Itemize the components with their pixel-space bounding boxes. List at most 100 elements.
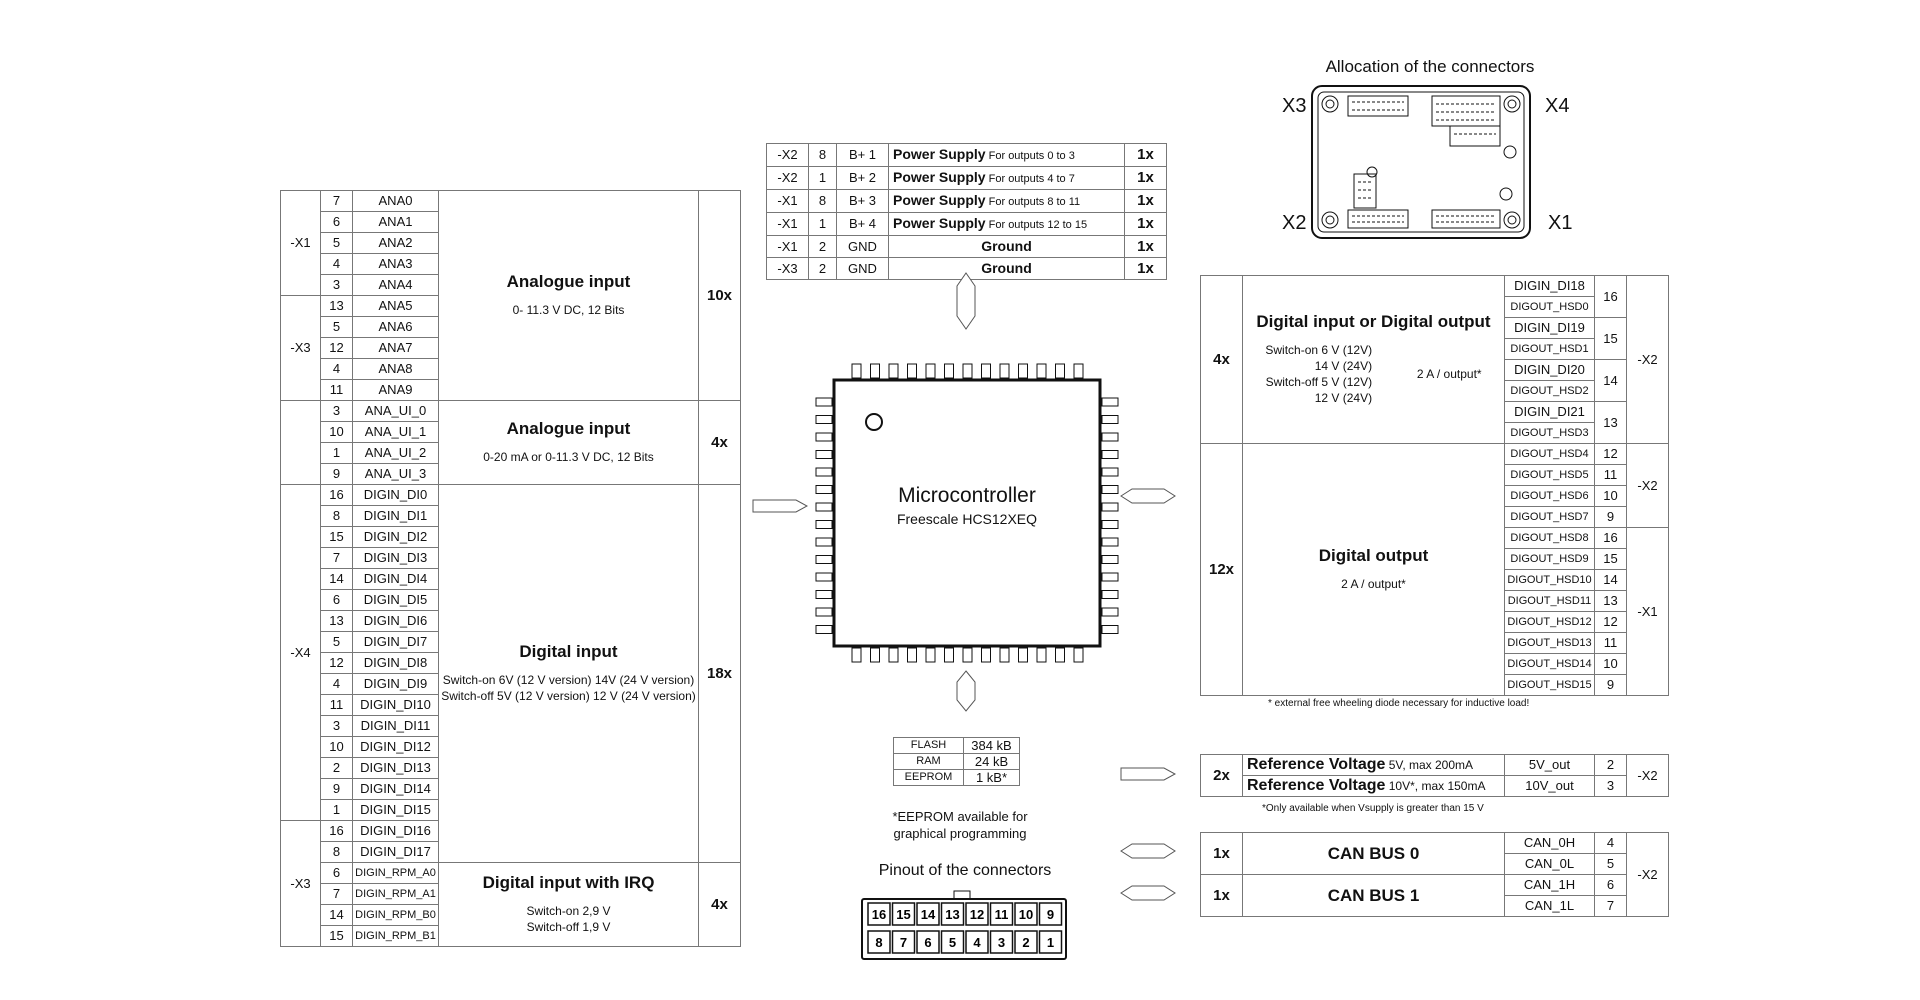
chip-pin [1101, 450, 1119, 459]
memory-type-cell: RAM [893, 753, 964, 770]
pin-cell: 16 [320, 484, 353, 506]
chip-pin [1073, 363, 1084, 379]
signal-cell: DIGIN_DI19 [1504, 317, 1595, 339]
eeprom-note: *EEPROM available for graphical programm… [892, 809, 1028, 841]
pin-cell: 2 [808, 235, 837, 258]
pinout-pin-label: 12 [970, 907, 984, 922]
chip-pin [1101, 397, 1119, 407]
multiplicity-cell: 4x [698, 862, 741, 947]
multiplicity-cell: 2x [1200, 754, 1243, 797]
chip-pin [1055, 363, 1065, 379]
signal-cell: GND [836, 257, 889, 280]
description-name: Ground [981, 238, 1032, 254]
signal-cell: CAN_0H [1504, 832, 1595, 854]
description-name: Reference Voltage [1247, 756, 1386, 773]
signal-cell: ANA7 [352, 337, 439, 359]
can-bus-name-cell: CAN BUS 1 [1242, 874, 1505, 917]
connector-group-cell [280, 400, 321, 485]
description-name: Reference Voltage [1247, 777, 1386, 794]
signal-cell: DIGOUT_HSD14 [1504, 653, 1595, 675]
pinout-pin [940, 902, 965, 926]
pin-cell: 16 [320, 820, 353, 842]
pin-cell: 11 [320, 379, 353, 401]
signal-cell: DIGOUT_HSD4 [1504, 443, 1595, 465]
pin-cell: 7 [1594, 895, 1627, 917]
microcontroller-chip [815, 363, 1119, 663]
multiplicity-cell: 1x [1200, 832, 1243, 875]
chip-pin [925, 647, 936, 663]
signal-cell: DIGOUT_HSD5 [1504, 464, 1595, 486]
pin-cell: 10 [1594, 653, 1627, 675]
pin-cell: 14 [320, 568, 353, 590]
pinout-pin-label: 8 [875, 935, 882, 950]
desc-subtitle: 0-20 mA or 0-11.3 V DC, 12 Bits [483, 449, 654, 464]
pin-cell: 15 [1594, 317, 1627, 360]
connector-group-cell: -X2 [1626, 754, 1669, 797]
pinout-pin-label: 5 [949, 935, 956, 950]
arrow-mcu-to-memory [956, 670, 976, 712]
desc-title: Digital input or Digital output [1256, 311, 1491, 331]
pinout-pin-label: 6 [924, 935, 931, 950]
desc-subtitle: 2 A / output* [1341, 576, 1406, 591]
connector-cell: -X1 [766, 189, 809, 213]
desc-title: Analogue input [506, 271, 631, 291]
chip-pin [815, 502, 833, 512]
connector-group-cell: -X2 [1626, 443, 1669, 528]
signal-cell: ANA_UI_3 [352, 463, 439, 485]
description-name: Ground [981, 260, 1032, 276]
pinout-pin-label: 3 [998, 935, 1005, 950]
signal-cell: DIGIN_DI14 [352, 778, 439, 800]
pinout-pin [989, 902, 1014, 926]
chip-pin [925, 363, 936, 379]
signal-cell: 10V_out [1504, 775, 1595, 797]
pinout-pin [965, 930, 989, 954]
inductive-load-footnote: * external free wheeling diode necessary… [1268, 698, 1530, 709]
pin-cell: 8 [808, 189, 837, 213]
signal-cell: DIGIN_DI6 [352, 610, 439, 632]
signal-cell: 5V_out [1504, 754, 1595, 776]
signal-cell: B+ 3 [836, 189, 889, 213]
arrow-can1 [1120, 885, 1176, 901]
arrow-can0 [1120, 843, 1176, 859]
signal-cell: DIGIN_DI2 [352, 526, 439, 548]
pin-cell: 6 [320, 862, 353, 884]
pinout-pin [891, 930, 916, 954]
signal-cell: DIGIN_DI17 [352, 841, 439, 863]
pin-cell: 14 [1594, 569, 1627, 591]
pin-cell: 16 [1594, 275, 1627, 318]
pin-cell: 14 [1594, 359, 1627, 402]
pin-cell: 9 [1594, 674, 1627, 696]
pinout-pin [1014, 930, 1038, 954]
chip-pin [981, 363, 991, 379]
memory-type-cell: EEPROM [893, 769, 964, 786]
chip-pin [1101, 502, 1119, 512]
chip-pin [815, 607, 833, 617]
multiplicity-cell: 1x [1200, 874, 1243, 917]
pin-cell: 5 [320, 232, 353, 254]
multiplicity-cell: 1x [1124, 143, 1167, 167]
chip-pin [962, 647, 973, 663]
signal-cell: ANA5 [352, 295, 439, 317]
pin-cell: 3 [320, 400, 353, 422]
signal-cell: ANA6 [352, 316, 439, 338]
desc-subtitle: 0- 11.3 V DC, 12 Bits [512, 302, 625, 317]
pin-cell: 3 [320, 274, 353, 296]
pin-cell: 12 [1594, 611, 1627, 633]
pin-cell: 11 [320, 694, 353, 716]
signal-cell: DIGIN_DI4 [352, 568, 439, 590]
can-bus-name-cell: CAN BUS 0 [1242, 832, 1505, 875]
pin-cell: 2 [1594, 754, 1627, 776]
pin-cell: 4 [320, 358, 353, 380]
pinout-pin [1038, 930, 1063, 954]
